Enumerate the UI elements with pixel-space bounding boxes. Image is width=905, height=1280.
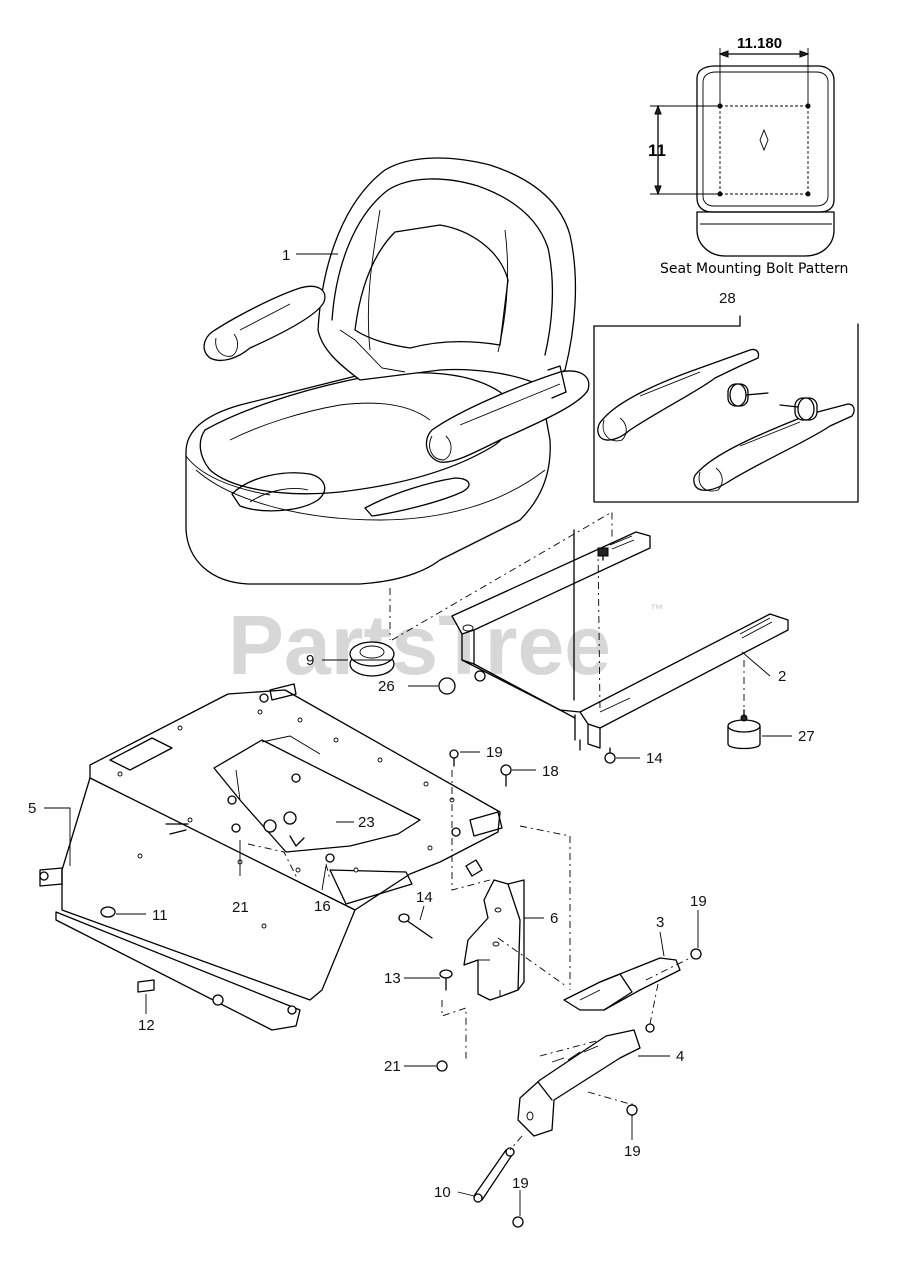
watermark-tm: ™: [650, 601, 664, 617]
callout-19-bottom: 19: [512, 1175, 529, 1192]
part-3: [563, 957, 681, 1011]
callout-28: 28: [719, 290, 736, 307]
bolt-height-label: 11: [648, 141, 666, 160]
seat-assembly: [185, 157, 590, 585]
bumper-27: [727, 660, 761, 750]
part-4: [517, 1029, 641, 1137]
bumper-26: [438, 677, 456, 695]
bracket-6: [463, 879, 525, 1001]
callout-13: 13: [384, 970, 401, 987]
callout-9: 9: [306, 652, 314, 669]
callout-4: 4: [676, 1048, 684, 1065]
seat-rails: [451, 529, 789, 751]
bolt-width-label: 11.180: [737, 35, 782, 52]
callout-27: 27: [798, 728, 815, 745]
callout-21-upper: 21: [232, 899, 249, 916]
callouts: 1 2 3 4 5 6 9 10 11 12 13 14 14 16 18 19: [28, 247, 815, 1216]
watermark-text: PartsTree: [228, 598, 611, 692]
seat-switch: [349, 641, 395, 677]
fasteners: [39, 747, 702, 1228]
callout-5: 5: [28, 800, 36, 817]
callout-14-lower: 14: [416, 889, 433, 906]
link-10: [473, 1135, 523, 1203]
callout-16: 16: [314, 898, 331, 915]
callout-3: 3: [656, 914, 664, 931]
callout-10: 10: [434, 1184, 451, 1201]
callout-21-lower: 21: [384, 1058, 401, 1075]
bolt-pattern-caption: Seat Mounting Bolt Pattern: [660, 261, 848, 277]
callout-19-right: 19: [690, 893, 707, 910]
callout-18: 18: [542, 763, 559, 780]
callout-19-top: 19: [486, 744, 503, 761]
callout-11: 11: [152, 907, 168, 924]
armrest-kit-inset: [593, 315, 859, 503]
bolt-pattern-inset: 11.180 11 Seat Mounting Bolt Pattern: [648, 35, 848, 277]
callout-1: 1: [282, 247, 290, 264]
callout-14-upper: 14: [646, 750, 663, 767]
seat-pan: [39, 683, 503, 1031]
assembly-lines: [247, 770, 691, 1105]
callout-12: 12: [138, 1017, 155, 1034]
watermark: PartsTree ™: [228, 598, 664, 692]
callout-23: 23: [358, 814, 375, 831]
callout-19-lowright: 19: [624, 1143, 641, 1160]
callout-2: 2: [778, 668, 786, 685]
callout-26: 26: [378, 678, 395, 695]
callout-6: 6: [550, 910, 558, 927]
